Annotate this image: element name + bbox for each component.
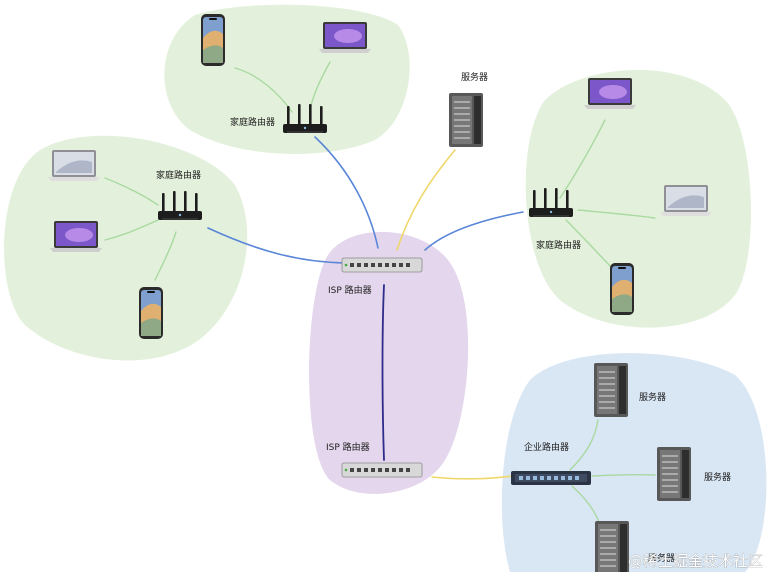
laptop-icon bbox=[50, 221, 102, 252]
server-tower-icon bbox=[594, 520, 630, 572]
label-enterprise-router: 企业路由器 bbox=[524, 441, 569, 453]
laptop-icon bbox=[584, 78, 636, 109]
label-isp-router-upper: ISP 路由器 bbox=[328, 284, 372, 296]
link-rr-laptop1 bbox=[559, 119, 606, 199]
label-server-ent-1: 服务器 bbox=[639, 391, 666, 403]
link-right-router-isp bbox=[424, 211, 524, 251]
rack-switch-icon bbox=[341, 257, 423, 273]
link-top-router-isp bbox=[314, 136, 379, 249]
enterprise-zone bbox=[501, 353, 767, 572]
server-tower-icon bbox=[656, 446, 692, 502]
laptop-icon bbox=[660, 185, 712, 216]
link-lr-laptop2 bbox=[104, 219, 159, 241]
link-rr-laptop2 bbox=[577, 209, 656, 219]
link-er-server1 bbox=[569, 419, 599, 471]
phone-icon bbox=[139, 287, 163, 339]
link-lr-laptop1 bbox=[104, 177, 159, 206]
phone-icon bbox=[201, 14, 225, 66]
server-tower-icon bbox=[448, 92, 484, 148]
label-server-top: 服务器 bbox=[461, 71, 488, 83]
link-isp-isp bbox=[381, 284, 385, 461]
link-lr-phone bbox=[154, 231, 177, 281]
watermark-text: @稀土掘金技术社区 bbox=[628, 552, 763, 570]
link-server-isp bbox=[396, 149, 456, 251]
link-isp-enterprise bbox=[431, 475, 513, 480]
laptop-icon bbox=[319, 22, 371, 53]
server-tower-icon bbox=[593, 362, 629, 418]
rack-switch-icon bbox=[341, 462, 423, 478]
link-left-router-isp bbox=[207, 227, 346, 264]
label-server-ent-3: 服务器 bbox=[648, 552, 675, 564]
home-zone-left bbox=[4, 135, 248, 361]
phone-icon bbox=[610, 263, 634, 315]
label-server-ent-2: 服务器 bbox=[704, 471, 731, 483]
label-home-router-left: 家庭路由器 bbox=[156, 169, 201, 181]
home-zone-right bbox=[525, 69, 752, 328]
label-home-router-top: 家庭路由器 bbox=[230, 116, 275, 128]
link-er-server2 bbox=[591, 473, 656, 477]
label-home-router-right: 家庭路由器 bbox=[536, 239, 581, 251]
label-isp-router-lower: ISP 路由器 bbox=[326, 441, 370, 453]
link-rr-phone bbox=[565, 219, 613, 269]
isp-zone bbox=[309, 231, 469, 494]
rack-switch-icon bbox=[511, 471, 591, 485]
laptop-icon bbox=[48, 150, 100, 181]
